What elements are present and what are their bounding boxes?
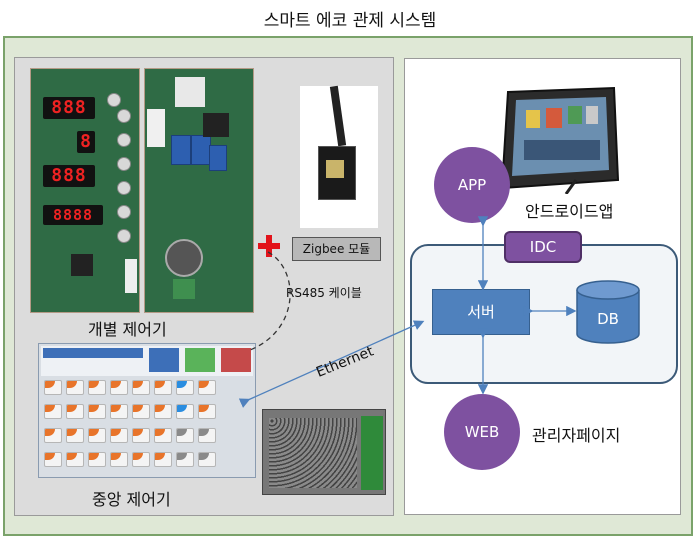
admin-page-label: 관리자페이지 [532,426,621,445]
panel-tile [132,380,150,395]
chip [71,254,93,276]
panel-tile [154,380,172,395]
panel-tile [44,380,62,395]
panel-tile [88,428,106,443]
individual-controller-relay-board [144,68,254,313]
zigbee-module-image [300,85,378,228]
zigbee-chip [326,160,344,178]
plus-icon-bar [258,243,280,249]
panel-tile [110,452,128,467]
header-tab [43,348,143,358]
app-label: APP [457,176,487,194]
db-node: DB [576,280,640,344]
idc-label: IDC [504,231,582,263]
panel-tile [132,452,150,467]
panel-tile [88,452,106,467]
individual-controller-label: 개별 제어기 [88,320,167,339]
button-knob [117,229,131,243]
db-label: DB [597,310,619,328]
panel-tile [110,380,128,395]
controller-board [361,416,383,490]
panel-tile [176,404,194,419]
vent-grille [269,418,357,488]
panel-tile [44,452,62,467]
panel-tile [66,452,84,467]
header-button [185,348,215,372]
button-knob [117,157,131,171]
diagram-title: 스마트 에코 관제 시스템 [263,11,437,31]
zigbee-module-label: Zigbee 모듈 [292,237,381,261]
rs485-cable-label: RS485 케이블 [286,286,362,300]
panel-tile [198,428,216,443]
panel-tile [44,428,62,443]
panel-tile [154,404,172,419]
panel-tile [198,404,216,419]
header-button [149,348,179,372]
relay-black [203,113,229,137]
relay [209,145,227,171]
button-knob [107,93,121,107]
controller-box-image [262,409,386,495]
panel-tile [176,428,194,443]
central-controller-label: 중앙 제어기 [92,490,171,509]
panel-tile [44,404,62,419]
panel-tile [198,380,216,395]
app-node: APP [434,147,510,223]
battery [165,239,203,277]
seven-segment-display: 8 [77,131,95,153]
button-knob [117,205,131,219]
individual-controller-display-board: 888 8 888 8888 [30,68,140,313]
button-knob [117,181,131,195]
relay [171,135,191,165]
web-node: WEB [444,394,520,470]
panel-tile [66,380,84,395]
panel-tile [132,428,150,443]
button-knob [117,133,131,147]
seven-segment-display: 8888 [43,205,103,225]
transformer [175,77,205,107]
android-app-label: 안드로이드앱 [525,202,614,221]
seven-segment-display: 888 [43,97,95,119]
panel-tile [154,428,172,443]
connector [125,259,137,293]
seven-segment-display: 888 [43,165,95,187]
web-label: WEB [464,423,500,441]
panel-tile [66,404,84,419]
panel-tile [176,452,194,467]
touch-panel-header [41,346,253,376]
panel-tile [66,428,84,443]
button-knob [117,109,131,123]
tablet-image [494,84,620,195]
terminal-block [147,109,165,147]
rs485-cable-line [249,251,291,351]
panel-tile [88,380,106,395]
panel-tile [110,428,128,443]
panel-tile [88,404,106,419]
panel-tile [176,380,194,395]
ethernet-line [238,320,425,408]
panel-tile [132,404,150,419]
tile-grid [42,378,242,476]
panel-tile [198,452,216,467]
server-node: 서버 [432,289,530,335]
connector [173,279,195,299]
panel-tile [110,404,128,419]
panel-tile [154,452,172,467]
